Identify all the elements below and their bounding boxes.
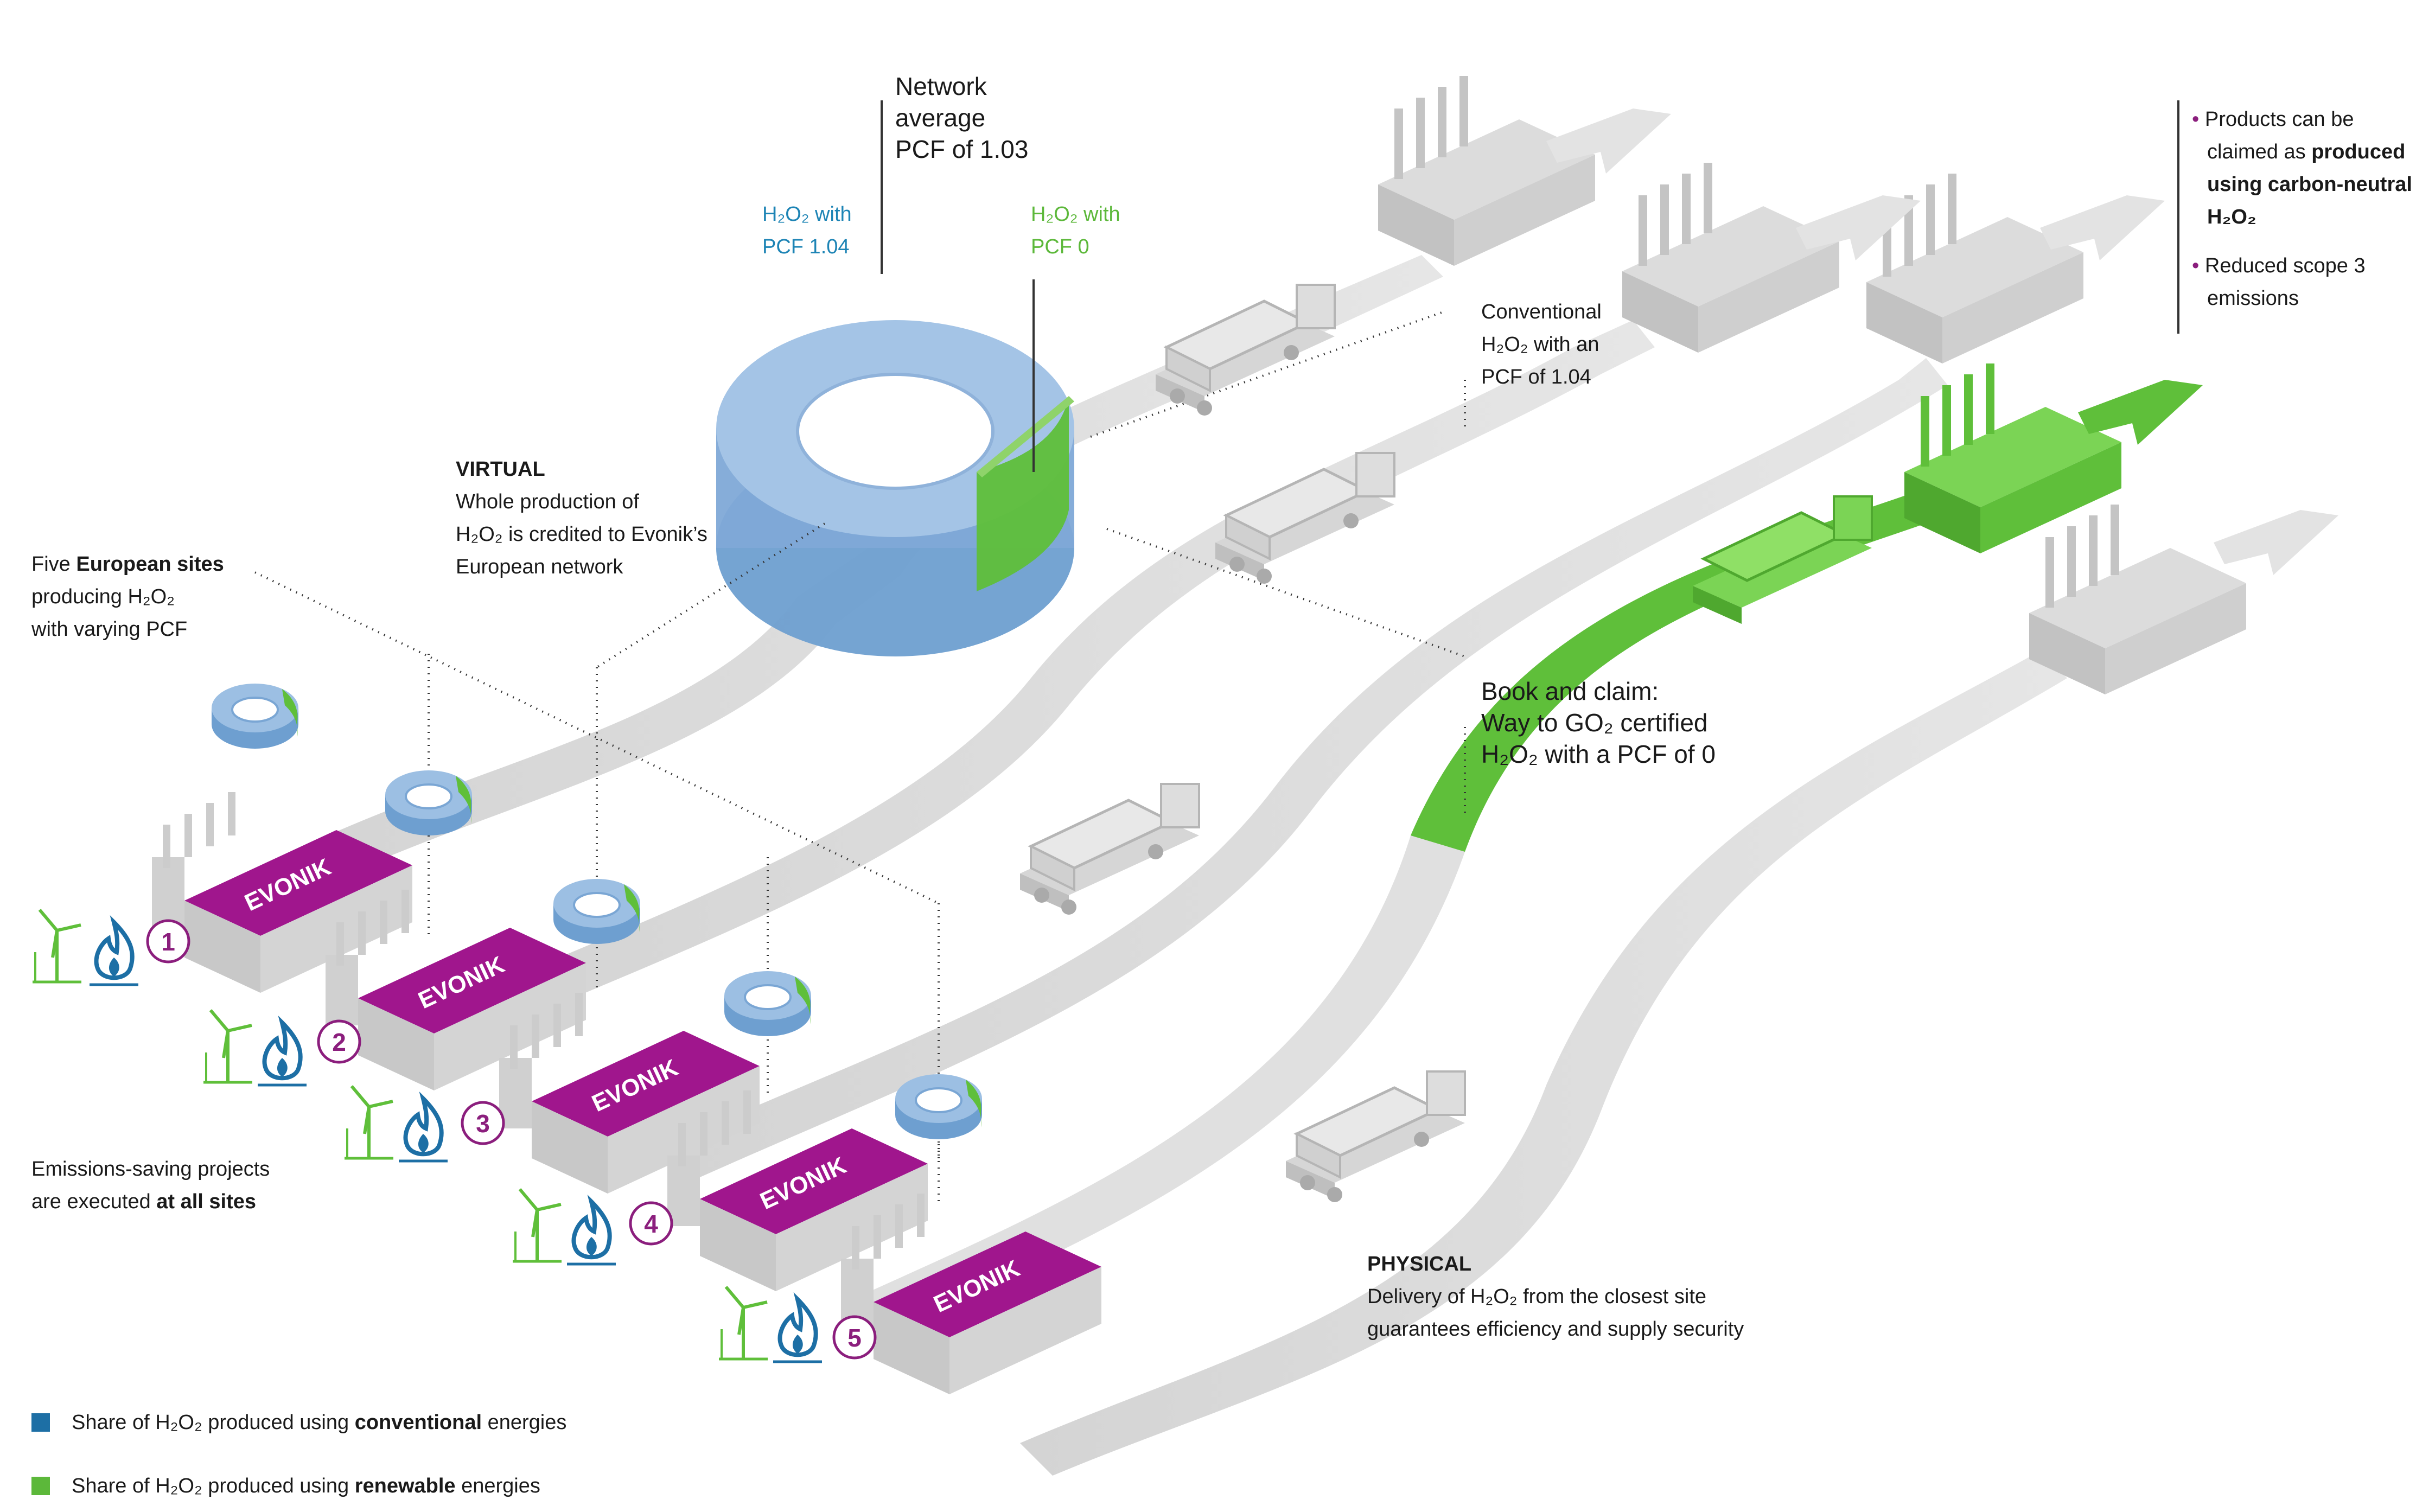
book-and-claim: Book and claim: Way to GO₂ certified H₂O… bbox=[1481, 677, 1716, 768]
flame-icon bbox=[567, 1202, 616, 1264]
wind-turbine-icon bbox=[345, 1086, 393, 1158]
ring-icon-1 bbox=[211, 682, 299, 750]
flame-icon bbox=[399, 1099, 448, 1161]
legend-swatch-renewable bbox=[31, 1477, 50, 1495]
network-average-label: Network average PCF of 1.03 bbox=[895, 72, 1029, 163]
dest-factory-1 bbox=[1378, 76, 1595, 266]
arrow-renewable bbox=[2078, 380, 2203, 445]
truck-2 bbox=[1215, 453, 1394, 584]
products-panel: • Products can be claimed as produced us… bbox=[2192, 108, 2412, 310]
svg-text:5: 5 bbox=[847, 1324, 862, 1352]
arrow-2 bbox=[1796, 195, 1921, 260]
virtual-block: VIRTUAL Whole production of H₂O₂ is cred… bbox=[456, 453, 707, 583]
sites-intro: Five European sites producing H₂O₂ with … bbox=[31, 553, 224, 641]
ring-icon-4 bbox=[723, 970, 812, 1037]
conventional-ring-label: H₂O₂ with PCF 1.04 bbox=[762, 203, 852, 258]
site-number-badge-5: 5 bbox=[832, 1315, 877, 1360]
virtual-title: VIRTUAL bbox=[456, 458, 545, 481]
conventional-note: Conventional H₂O₂ with an PCF of 1.04 bbox=[1481, 301, 1602, 388]
svg-text:4: 4 bbox=[644, 1210, 658, 1238]
road-renewable bbox=[846, 488, 1964, 1335]
ring-icon-5 bbox=[894, 1073, 983, 1140]
arrow-1 bbox=[1546, 109, 1671, 174]
road-green-segment bbox=[1411, 488, 1964, 852]
legend-item-conventional: Share of H₂O₂ produced using conventiona… bbox=[72, 1411, 567, 1434]
ring-icon-3 bbox=[552, 878, 641, 945]
renewable-ring-label: H₂O₂ with PCF 0 bbox=[1031, 203, 1120, 258]
wind-turbine-icon bbox=[513, 1189, 562, 1261]
road-3 bbox=[667, 358, 1948, 1177]
road-2 bbox=[488, 320, 1655, 1020]
flame-icon bbox=[258, 1023, 307, 1085]
arrow-3 bbox=[2040, 195, 2165, 260]
legend-item-renewable: Share of H₂O₂ produced using renewable e… bbox=[72, 1475, 540, 1497]
dest-factory-2 bbox=[1622, 163, 1839, 353]
wind-turbine-icon bbox=[33, 910, 81, 982]
flame-icon bbox=[773, 1299, 822, 1362]
site-number-badge-1: 1 bbox=[146, 919, 190, 964]
physical-block: PHYSICAL Delivery of H₂O₂ from the close… bbox=[1367, 1248, 1744, 1345]
flame-icon bbox=[90, 922, 138, 985]
site-number-badge-3: 3 bbox=[461, 1101, 505, 1145]
wind-turbine-icon bbox=[719, 1287, 768, 1359]
svg-text:1: 1 bbox=[161, 928, 175, 956]
dest-factory-5 bbox=[2029, 505, 2246, 694]
truck-5 bbox=[1286, 1071, 1465, 1202]
svg-text:3: 3 bbox=[476, 1109, 490, 1138]
ring-icon-2 bbox=[384, 769, 473, 837]
source-factory-5 bbox=[841, 1194, 1101, 1394]
site-number-badge-4: 4 bbox=[629, 1201, 673, 1246]
road-5 bbox=[1020, 651, 2067, 1476]
svg-text:2: 2 bbox=[332, 1028, 346, 1056]
network-ring bbox=[716, 320, 1074, 656]
emissions-note: Emissions-saving projects are executed a… bbox=[31, 1158, 270, 1213]
wind-turbine-icon bbox=[203, 1010, 252, 1082]
site-number-badge-2: 2 bbox=[317, 1019, 361, 1064]
truck-renewable bbox=[1693, 495, 1873, 624]
arrow-5 bbox=[2214, 510, 2338, 575]
truck-1 bbox=[1156, 285, 1335, 416]
physical-title: PHYSICAL bbox=[1367, 1253, 1472, 1275]
legend-swatch-conventional bbox=[31, 1413, 50, 1432]
dest-factory-renewable bbox=[1904, 363, 2121, 553]
